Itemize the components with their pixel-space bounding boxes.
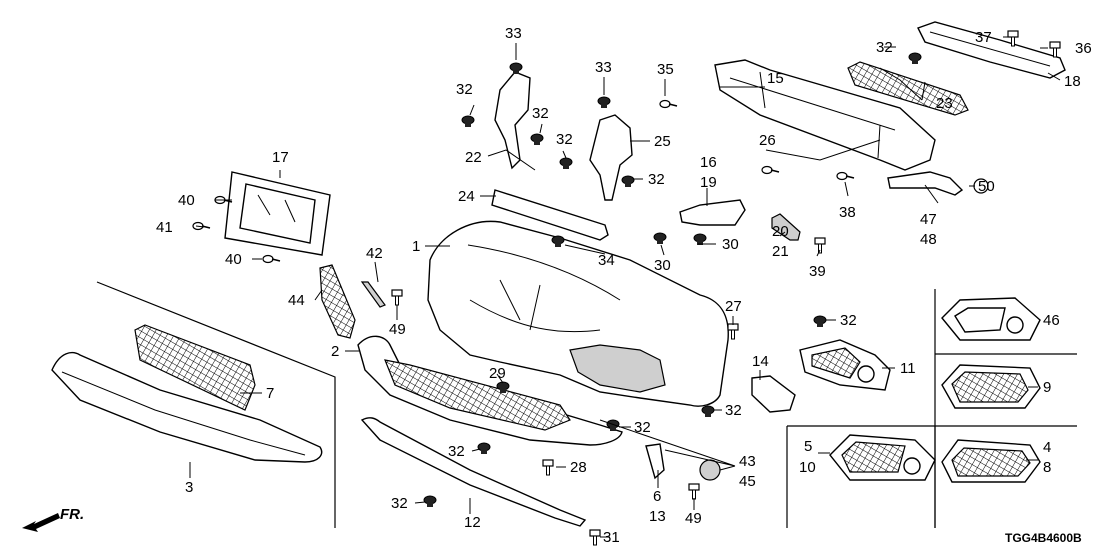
callout-48: 48 [920,231,937,248]
callout-30-right: 30 [722,236,739,253]
callout-12: 12 [464,514,481,531]
part-side-grille [319,264,356,339]
callout-50: 50 [978,178,995,195]
callout-29: 29 [489,365,506,382]
callout-32-i: 32 [448,443,465,460]
callout-17: 17 [272,149,289,166]
part-license-base [224,171,331,256]
callout-43: 43 [739,453,756,470]
callout-46: 46 [1043,312,1060,329]
callout-9: 9 [1043,379,1051,396]
part-beam-bracket [887,171,964,196]
callout-30-left: 30 [654,257,671,274]
callout-49-b: 49 [685,510,702,527]
callout-16: 16 [700,154,717,171]
callout-32-f: 32 [840,312,857,329]
part-fog-garnish-4 [941,439,1041,483]
callout-37: 37 [975,29,992,46]
callout-10: 10 [799,459,816,476]
callout-32-e: 32 [648,171,665,188]
callout-32-j: 32 [391,495,408,512]
callout-5: 5 [804,438,812,455]
callout-11: 11 [900,360,916,377]
part-fog-garnish-46 [941,297,1041,341]
callout-33-a: 33 [505,25,522,42]
part-bumper-beam [714,59,936,171]
part-lower-grille [134,324,256,411]
part-sensor-holder [645,443,721,481]
callout-42: 42 [366,245,383,262]
part-tow-cover [751,375,796,413]
callout-14: 14 [752,353,769,370]
part-bumper-lower [357,335,623,446]
callout-4: 4 [1043,439,1051,456]
callout-15: 15 [767,70,784,87]
callout-41: 41 [156,219,173,236]
part-lower-spoiler [51,352,323,463]
callout-35: 35 [657,61,674,78]
callout-labels: 1 2 3 4 5 6 7 8 9 10 11 12 13 14 15 16 1… [156,25,1092,546]
diagram-code: TGG4B4600B [1005,531,1082,545]
callout-34: 34 [598,252,615,269]
leader-lines [189,36,1061,538]
part-fog-garnish-5 [829,434,936,481]
callout-24: 24 [458,188,475,205]
callout-31: 31 [603,529,620,546]
part-side-bracket-left [494,71,531,170]
callout-40-a: 40 [178,192,195,209]
callout-13: 13 [649,508,666,525]
part-upper-frame [917,21,1066,79]
front-direction-arrow-icon [22,513,60,532]
callout-22: 22 [465,149,482,166]
callout-1: 1 [412,238,420,255]
callout-40-b: 40 [225,251,242,268]
callout-18: 18 [1064,73,1081,90]
callout-39: 39 [809,263,826,280]
callout-32-c: 32 [532,105,549,122]
callout-26: 26 [759,132,776,149]
callout-6: 6 [653,488,661,505]
callout-2: 2 [331,343,339,360]
callout-25: 25 [654,133,671,150]
callout-36: 36 [1075,40,1092,57]
direction-label: FR. [60,506,84,523]
callout-32-b: 32 [456,81,473,98]
callout-32-d: 32 [556,131,573,148]
callout-32-h: 32 [725,402,742,419]
callout-49-a: 49 [389,321,406,338]
part-spacer-bracket [679,199,746,226]
callout-19: 19 [700,174,717,191]
callout-45: 45 [739,473,756,490]
part-spacer-small [771,213,801,241]
part-bumper-face [427,220,729,407]
callout-27: 27 [725,298,742,315]
part-fog-garnish-11 [799,339,891,391]
callout-32-g: 32 [634,419,651,436]
callout-23: 23 [936,95,953,112]
part-clip-strip [360,281,386,308]
callout-7: 7 [266,385,274,402]
callout-38: 38 [839,204,856,221]
part-lower-molding [360,417,587,527]
callout-3: 3 [185,479,193,496]
callout-47: 47 [920,211,937,228]
callout-21: 21 [772,243,789,260]
part-upper-bar [491,189,609,241]
callout-32-a: 32 [876,39,893,56]
callout-8: 8 [1043,459,1051,476]
callout-28: 28 [570,459,587,476]
part-side-bracket-right [589,114,633,201]
callout-33-b: 33 [595,59,612,76]
callout-44: 44 [288,292,305,309]
frame-lines [96,281,1077,528]
part-fog-garnish-9 [941,364,1041,409]
callout-20: 20 [772,223,789,240]
part-air-guide [847,61,969,116]
